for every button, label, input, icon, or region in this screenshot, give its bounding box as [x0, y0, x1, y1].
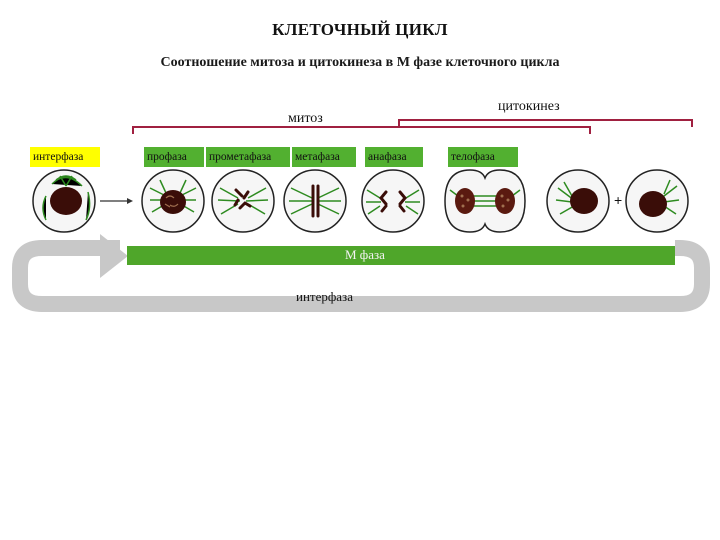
label-interphase: интерфаза [30, 147, 100, 167]
daughter-cell-2 [625, 169, 689, 233]
m-phase-bar [127, 246, 675, 265]
prometaphase-cell [211, 169, 275, 233]
prophase-cell [141, 169, 205, 233]
cytokinesis-label: цитокинез [498, 99, 560, 114]
cytokinesis-bracket [398, 119, 693, 127]
mitosis-bracket [132, 126, 591, 134]
label-anaphase: анафаза [365, 147, 423, 167]
diagram-subtitle: Соотношение митоза и цитокинеза в М фазе… [160, 55, 560, 70]
metaphase-cell [283, 169, 347, 233]
label-telophase: телофаза [448, 147, 518, 167]
telophase-cell [444, 169, 526, 233]
label-prophase: профаза [144, 147, 204, 167]
plus-sign: + [614, 192, 623, 208]
daughter-cell-1 [546, 169, 610, 233]
interphase-loop [11, 240, 710, 312]
cycle-arrowhead [100, 234, 128, 278]
m-phase-label: М фаза [345, 247, 385, 262]
label-metaphase: метафаза [292, 147, 356, 167]
anaphase-cell [361, 169, 425, 233]
mitosis-label: митоз [288, 111, 323, 126]
label-prometaphase: прометафаза [206, 147, 290, 167]
cycle-interphase-label: интерфаза [296, 289, 353, 304]
diagram-title: КЛЕТОЧНЫЙ ЦИКЛ [272, 20, 448, 39]
interphase-cell [32, 169, 96, 233]
